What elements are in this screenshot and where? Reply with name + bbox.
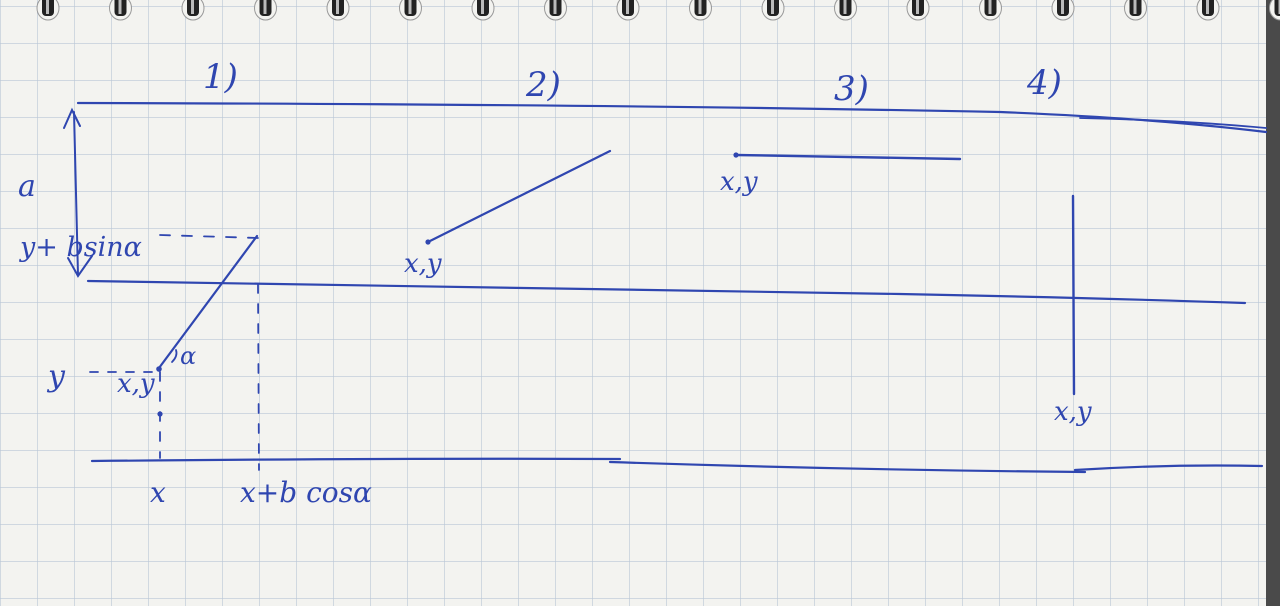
- spiral-wire-highlight: [553, 0, 557, 14]
- spiral-wire-highlight: [698, 0, 702, 14]
- spiral-wire-highlight: [1061, 0, 1064, 14]
- top-boundary-line-extra: [1079, 117, 1267, 129]
- case-4-sketch: [1071, 194, 1076, 396]
- label-x-plus-bcos: x+b cosα: [240, 476, 372, 509]
- spiral-wire-highlight: [843, 0, 847, 14]
- height-arrow-shaft: [73, 111, 79, 276]
- spiral-wire-highlight: [916, 0, 919, 14]
- dashed-y-plus-bsin: [159, 234, 259, 239]
- label-alpha: α: [180, 342, 196, 370]
- label-case-2: 2): [525, 65, 561, 105]
- label-a: a: [18, 169, 36, 204]
- middle-boundary-line: [86, 279, 1247, 305]
- label-case-1: 1): [203, 57, 238, 97]
- segment-case-1: [157, 234, 259, 370]
- point-xy-case-3: [733, 152, 739, 158]
- label-x: x: [150, 476, 166, 509]
- label-xy-case-1: x,y: [117, 369, 155, 399]
- desk-edge: [1266, 0, 1280, 606]
- spiral-wire-highlight: [481, 0, 484, 14]
- label-y-plus-bsin: y+ bsinα: [19, 232, 142, 263]
- dot-on-dashed: [157, 411, 163, 417]
- spiral-wire-highlight: [988, 0, 992, 14]
- spiral-wire-highlight: [626, 0, 629, 14]
- height-arrow-top-head: [63, 107, 81, 129]
- spiral-wire-highlight: [1278, 0, 1280, 14]
- label-y: y: [46, 359, 66, 394]
- point-xy-case-1: [156, 366, 162, 372]
- spiral-wire-highlight: [263, 0, 267, 14]
- label-case-4: 4): [1026, 63, 1062, 103]
- label-xy-case-2: x,y: [404, 249, 442, 279]
- segment-case-4: [1071, 194, 1076, 396]
- case-3-sketch: [734, 153, 962, 161]
- bottom-boundary-line-3: [1073, 464, 1264, 472]
- spiral-wire-highlight: [1133, 0, 1137, 14]
- spiral-wire-highlight: [771, 0, 774, 14]
- spiral-wire-highlight: [1206, 0, 1209, 14]
- height-arrow-bottom-head: [67, 255, 93, 278]
- spiral-wire-highlight: [118, 0, 122, 14]
- bottom-boundary-line-2: [608, 460, 1087, 474]
- segment-case-2: [426, 149, 612, 244]
- segment-case-3: [734, 153, 962, 161]
- spiral-binding: [36, 0, 1280, 21]
- case-2-sketch: [426, 149, 612, 244]
- label-xy-case-3: x,y: [720, 167, 758, 197]
- spiral-wire-highlight: [46, 0, 49, 14]
- spiral-wire-highlight: [408, 0, 412, 14]
- angle-arc: [171, 349, 178, 363]
- spiral-wire-highlight: [191, 0, 194, 14]
- point-xy-case-2: [425, 239, 431, 245]
- label-case-3: 3): [834, 69, 869, 109]
- bottom-boundary-line: [90, 457, 622, 463]
- label-xy-case-4: x,y: [1054, 397, 1092, 427]
- spiral-wire-highlight: [336, 0, 339, 14]
